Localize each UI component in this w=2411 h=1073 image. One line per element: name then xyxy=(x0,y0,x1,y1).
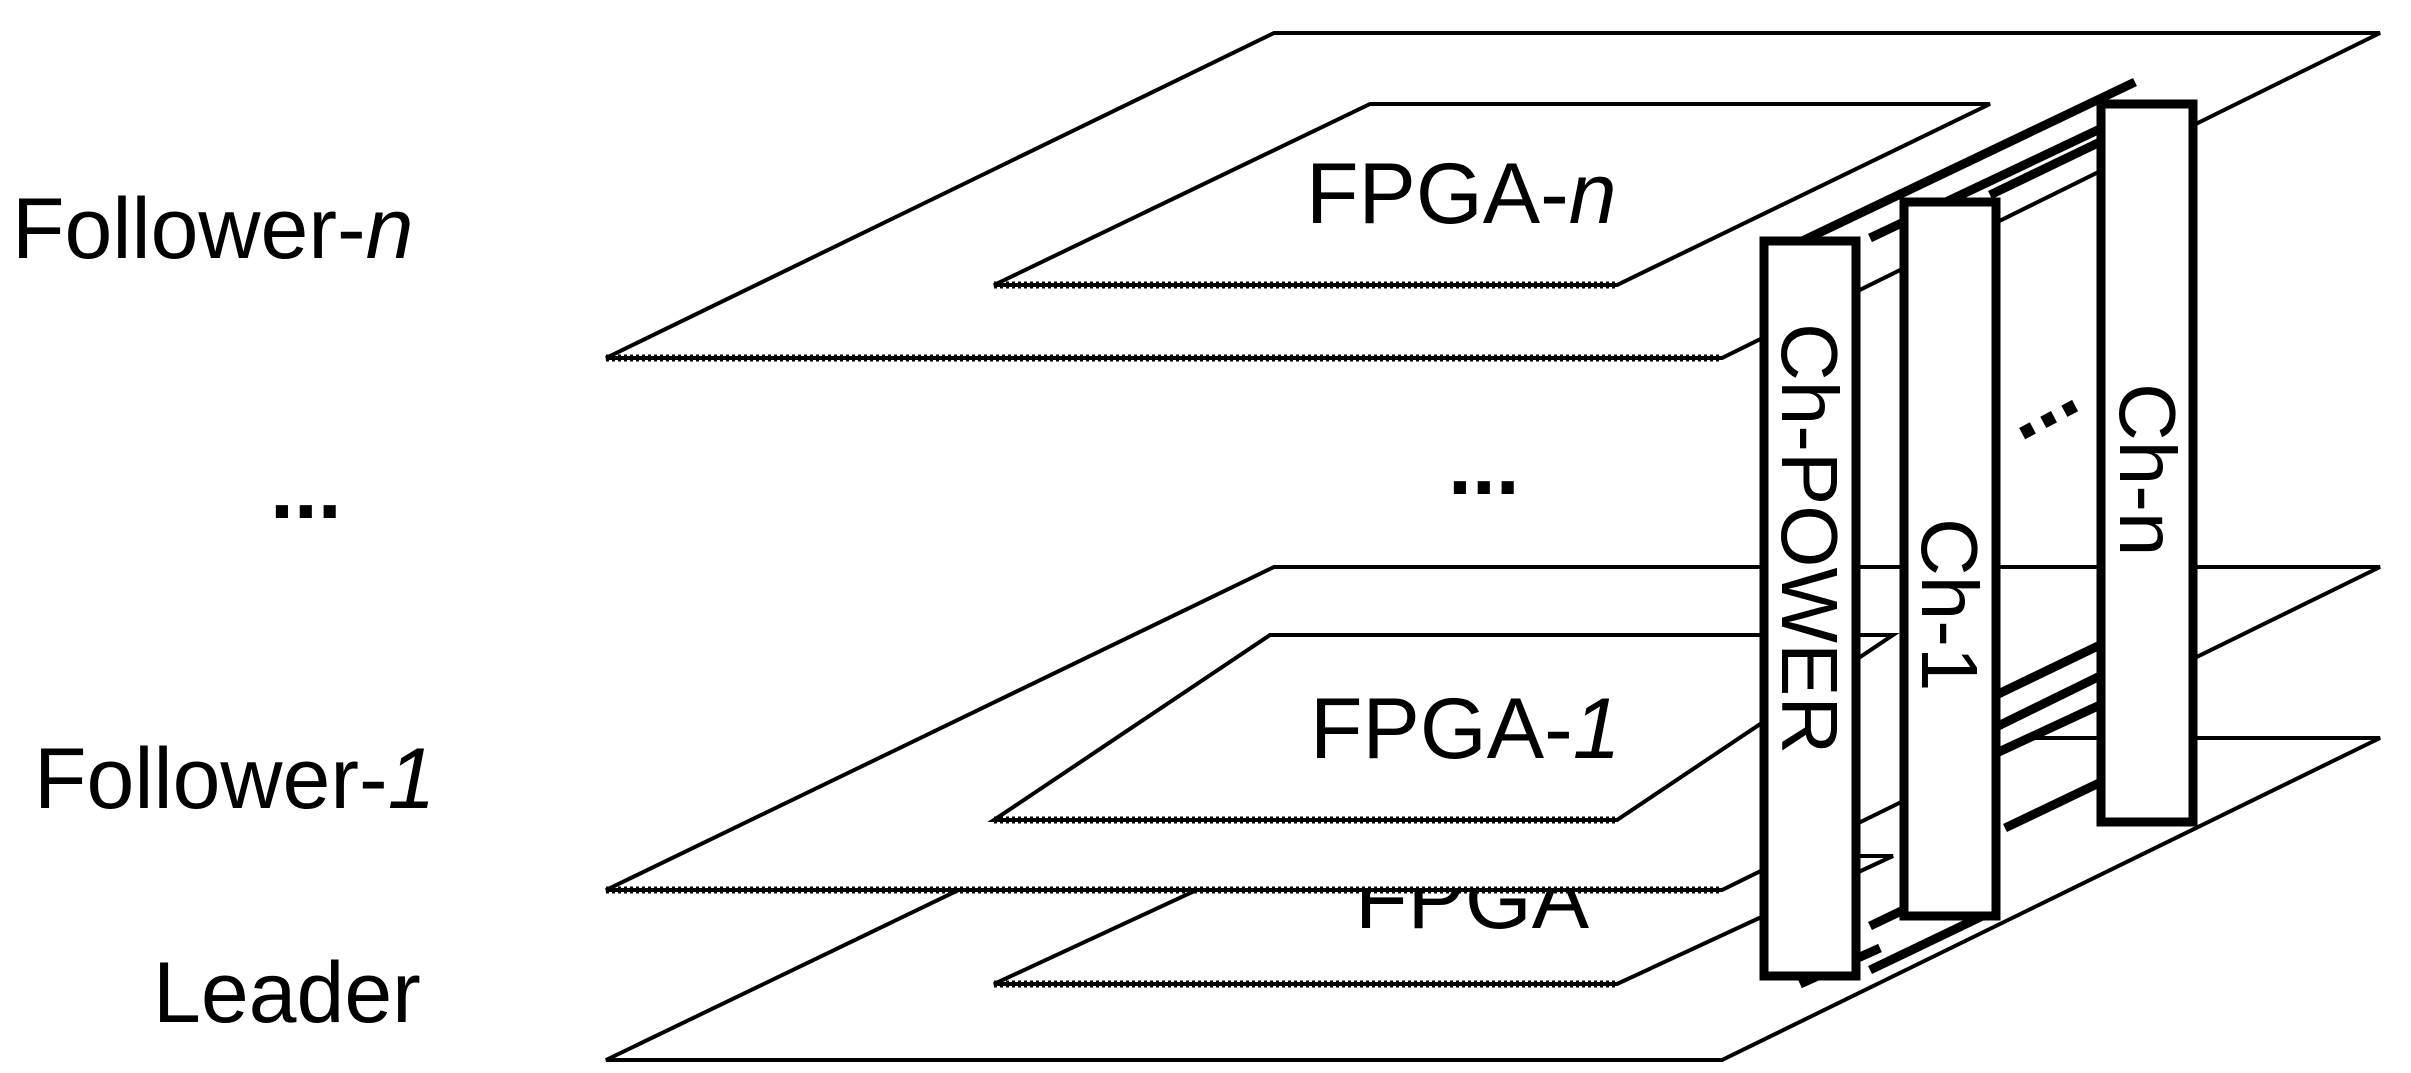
channel-1: Ch-1 xyxy=(1899,197,2001,921)
channel-n-label: Ch-n xyxy=(2103,383,2192,556)
follower-1-label: Follower-1 xyxy=(34,731,435,827)
channel-n: Ch-n xyxy=(2096,99,2198,827)
channel-n-box xyxy=(2096,99,2198,827)
channel-power-box xyxy=(1759,236,1861,981)
follower-n-label: Follower-n xyxy=(12,181,413,277)
connector-top-1 xyxy=(1798,77,2137,247)
connector-mid-1 xyxy=(1988,640,2102,703)
channel-power-label: Ch-POWER xyxy=(1765,323,1854,754)
leader-label: Leader xyxy=(153,945,421,1041)
channel-power: Ch-POWER xyxy=(1759,236,1861,981)
follower-n-fpga-label: FPGA-n xyxy=(1306,146,1617,242)
connector-mid-3 xyxy=(1988,700,2102,761)
follower-1-fpga-label: FPGA-1 xyxy=(1310,681,1621,777)
connector-top-3 xyxy=(1988,137,2102,200)
channel-1-box xyxy=(1899,197,2001,921)
connector-mid-2 xyxy=(1988,671,2102,735)
channel-1-label: Ch-1 xyxy=(1905,518,1994,691)
center-ellipsis: ... xyxy=(1448,417,1520,513)
left-ellipsis: ... xyxy=(270,441,342,537)
follower-n-layer: FPGA-n xyxy=(605,31,2381,362)
